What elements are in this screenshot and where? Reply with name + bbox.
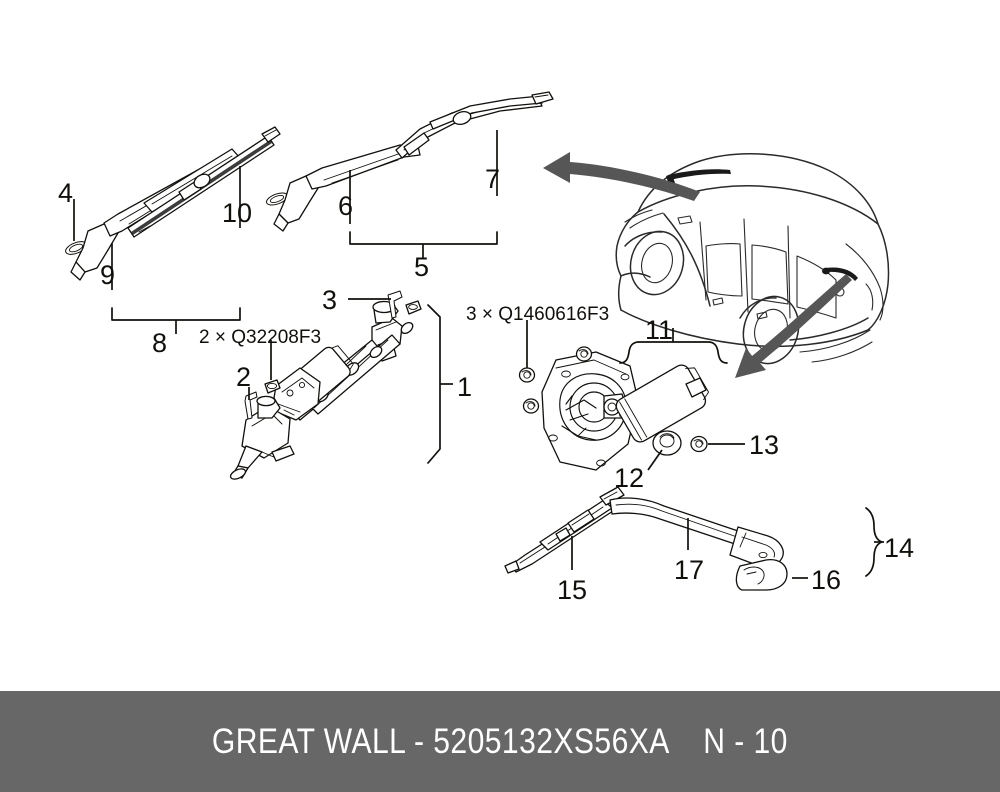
callout-13: 13: [749, 430, 780, 460]
front-wiper-arm-right-illustration: [266, 91, 554, 258]
callout-1: 1: [457, 372, 473, 402]
callout-10: 10: [222, 198, 253, 228]
callout-2: 2: [236, 362, 252, 392]
callout-6: 6: [338, 191, 354, 221]
part-code-q1460616f3: 3 × Q1460616F3: [466, 304, 610, 325]
vehicle-illustration: [543, 152, 890, 378]
front-wiper-arm-left-illustration: [65, 126, 281, 334]
rear-wiper-arm-illustration: [504, 486, 884, 591]
callout-5: 5: [414, 252, 430, 282]
footer-bar: GREAT WALL - 5205132XS56XA N - 10: [0, 691, 1000, 792]
front-wiper-linkage-illustration: [229, 290, 453, 480]
callout-9: 9: [100, 260, 116, 290]
footer-title: GREAT WALL - 5205132XS56XA N - 10: [212, 721, 788, 761]
callout-15: 15: [557, 575, 588, 605]
callout-14: 14: [884, 533, 915, 563]
callout-11: 11: [645, 315, 674, 345]
bolt-group: [518, 346, 593, 414]
callout-12: 12: [614, 463, 645, 493]
callout-7: 7: [485, 164, 501, 194]
part-code-q32208f3: 2 × Q32208F3: [199, 327, 322, 348]
callout-8: 8: [152, 328, 168, 358]
callout-17: 17: [674, 555, 705, 585]
callout-16: 16: [811, 565, 842, 595]
callout-3: 3: [322, 285, 338, 315]
callout-4: 4: [58, 178, 74, 208]
rear-wiper-motor-illustration: [518, 320, 745, 471]
